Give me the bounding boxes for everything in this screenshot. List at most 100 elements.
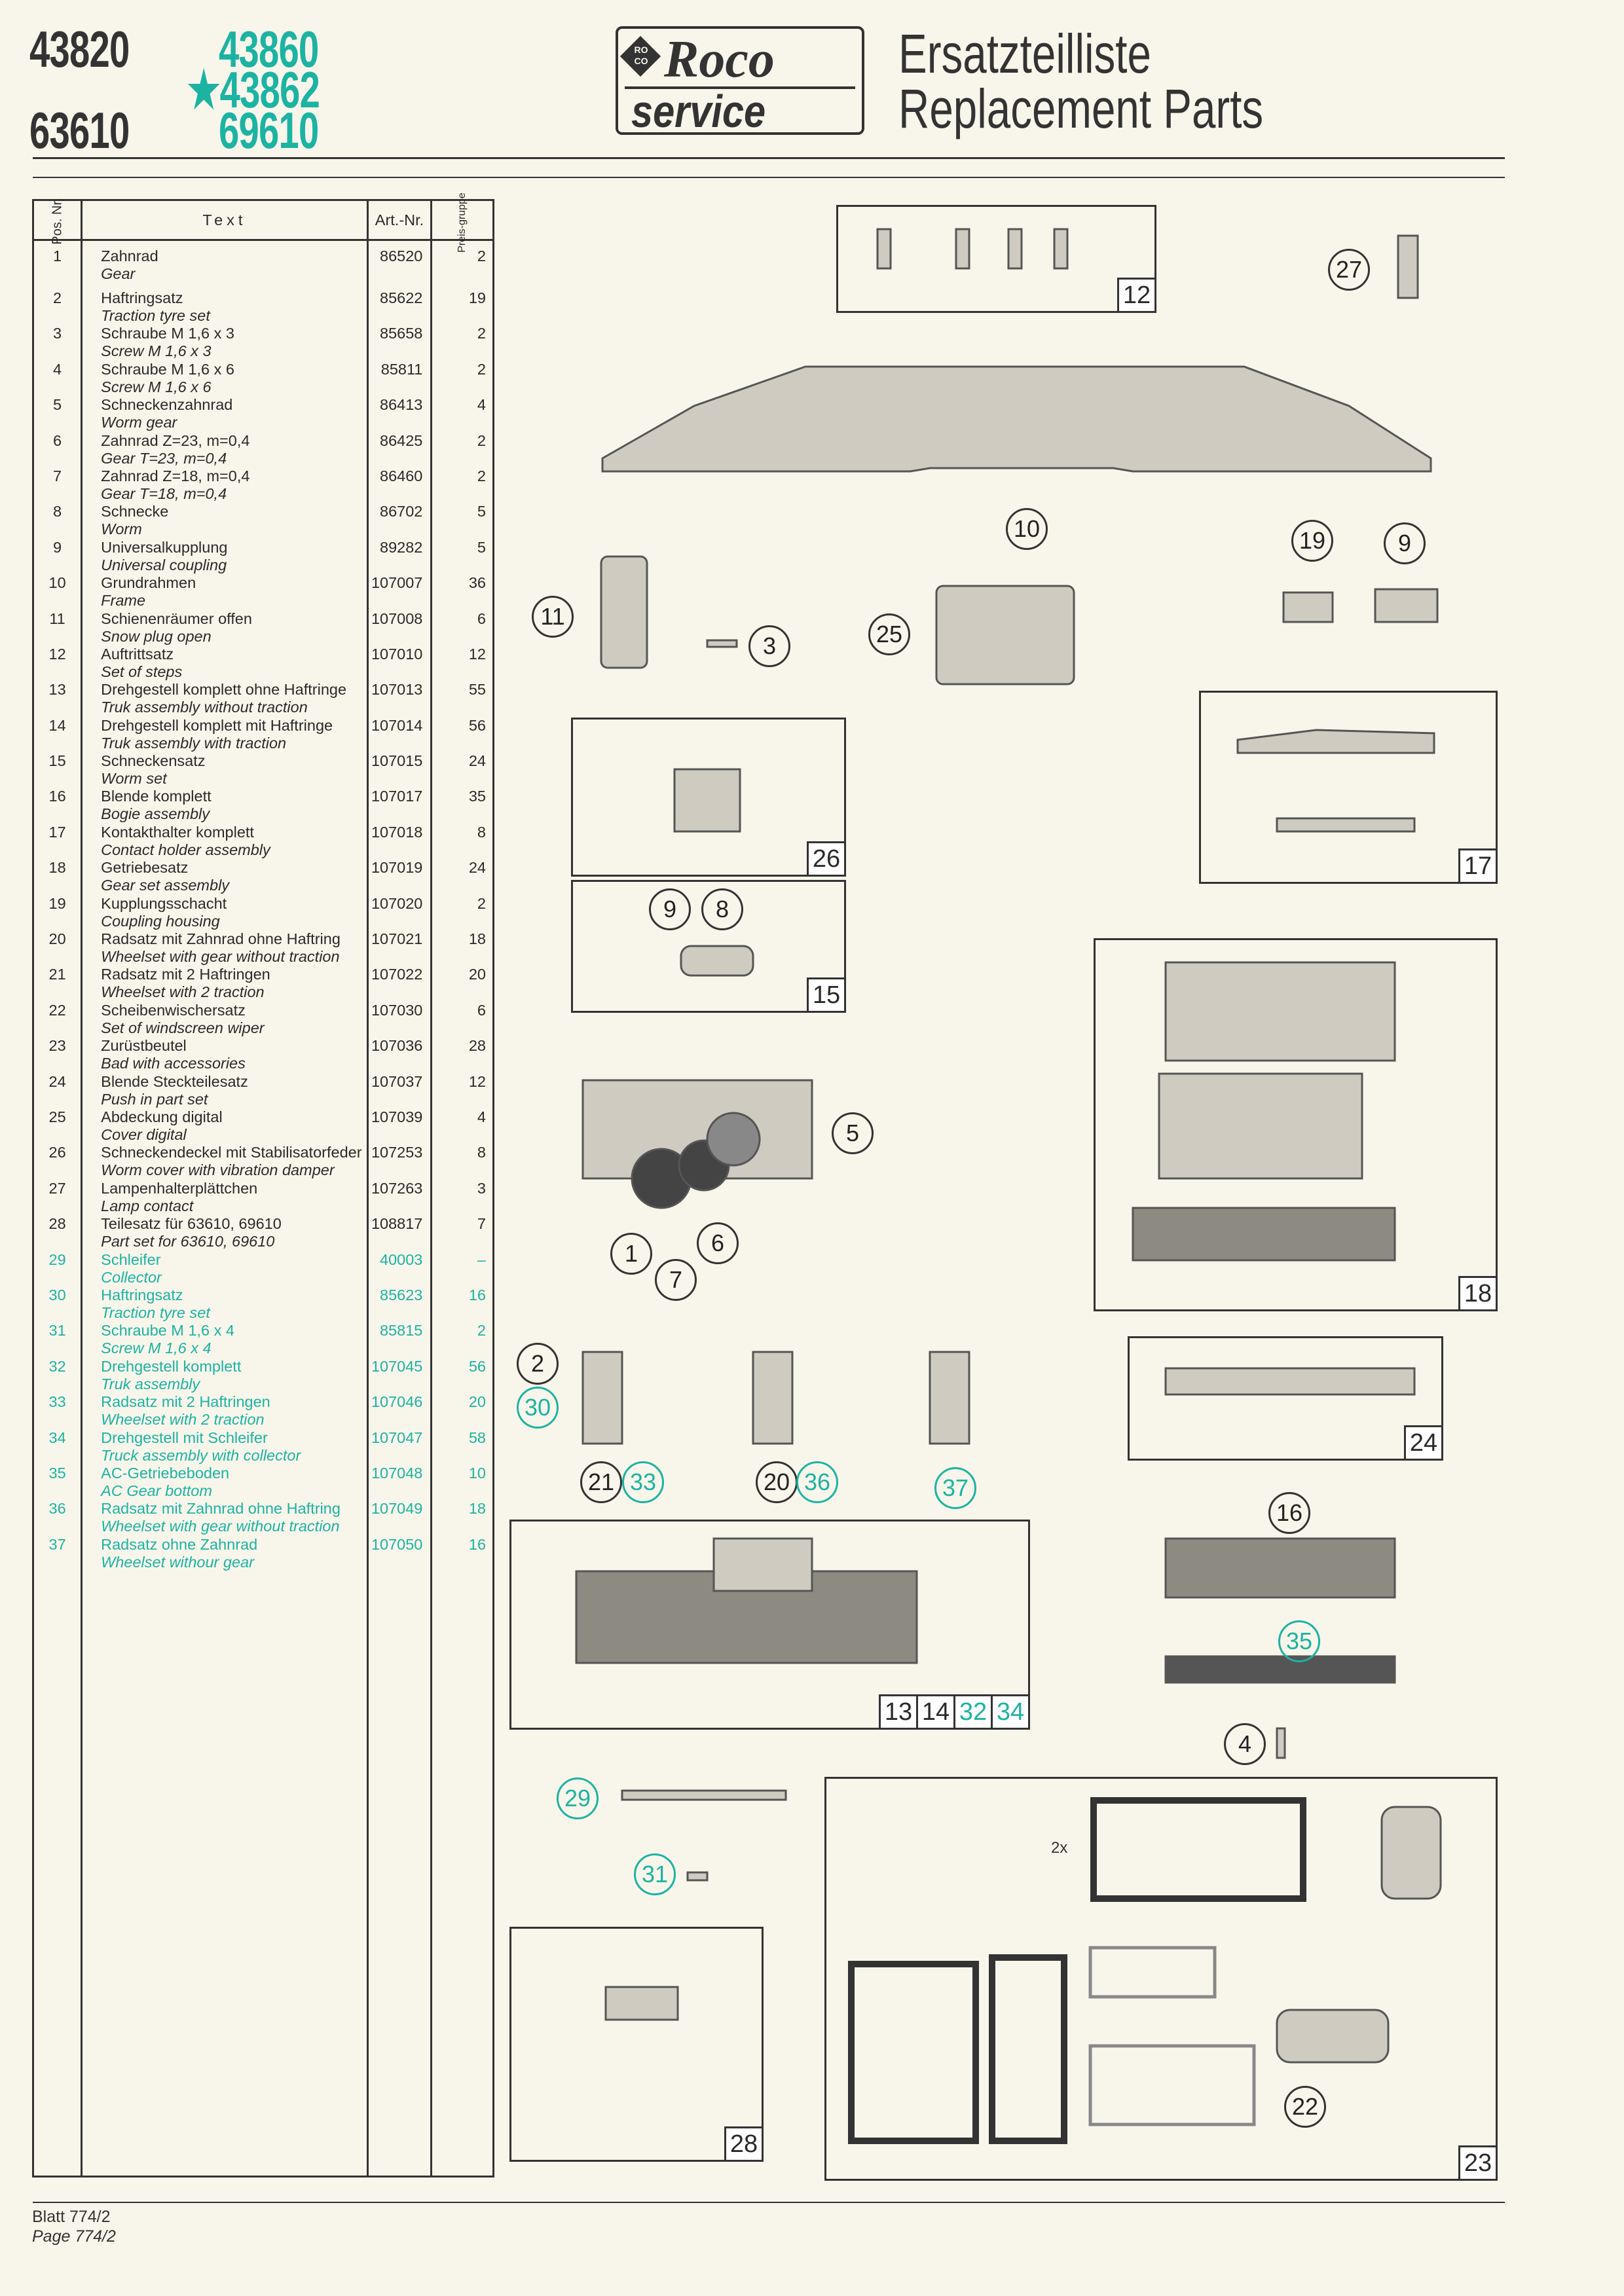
cell-pos: 18: [31, 859, 83, 895]
cell-pg: 28: [468, 1037, 486, 1055]
cell-en: Wheelset with 2 traction: [101, 1411, 265, 1429]
cell-pos: 18: [48, 859, 66, 877]
cell-art: 107039: [366, 1108, 433, 1144]
cell-pos: 20: [31, 930, 83, 966]
empty-cell: [81, 1571, 369, 2177]
cell-pos: 16: [31, 788, 83, 824]
steps-drawing: [876, 228, 892, 270]
cell-pg: 12: [430, 645, 494, 682]
steps-drawing: [1007, 228, 1023, 270]
cell-de: Blende komplett: [101, 788, 212, 805]
wheelset-drawing: [581, 1351, 623, 1445]
cell-pos: 36: [31, 1500, 83, 1536]
cell-pos: 5: [53, 396, 62, 414]
cell-art: 107048: [371, 1464, 423, 1482]
callout-30: 30: [517, 1387, 559, 1429]
cell-pos: 21: [48, 966, 66, 983]
cell-art: 86425: [366, 431, 433, 467]
cell-pos: 6: [53, 431, 62, 449]
cell-de: Schraube M 1,6 x 4: [101, 1322, 234, 1339]
cell-pg: 20: [468, 966, 486, 983]
cell-pg: 8: [430, 1144, 494, 1180]
truck-drawing: [712, 1537, 813, 1592]
cell-art: 107030: [366, 1001, 433, 1038]
cell-de: Radsatz mit 2 Haftringen: [101, 1393, 270, 1411]
callout-3: 3: [748, 625, 790, 667]
cell-pos: 3: [31, 325, 83, 361]
diagram-box-17: 17: [1199, 691, 1498, 884]
cell-pg: 24: [468, 859, 486, 877]
quantity-note: 2x: [1051, 1839, 1067, 1857]
cell-art: 107007: [366, 574, 433, 610]
cell-pg: 35: [468, 788, 486, 805]
cell-en: Push in part set: [101, 1090, 208, 1108]
cell-art: 107253: [371, 1144, 423, 1161]
model-number: 43820: [29, 20, 130, 78]
cell-pos: 6: [31, 431, 83, 467]
cell-pg: 2: [430, 360, 494, 397]
empty-cell: [430, 1571, 494, 2177]
cell-art: 40003: [380, 1250, 423, 1268]
cell-pg: 2: [430, 240, 494, 289]
callout-22: 22: [1284, 2086, 1326, 2128]
callout-20: 20: [756, 1461, 798, 1503]
cell-pg: 12: [468, 645, 486, 663]
cell-art: 107007: [371, 574, 423, 592]
cell-pos: 24: [48, 1072, 66, 1090]
cell-art: 107050: [371, 1535, 423, 1553]
accessory-sprue-drawing: [848, 1961, 979, 2144]
push-in-parts-drawing: [1164, 1367, 1416, 1396]
cell-art: 107253: [366, 1144, 433, 1180]
cell-pg: –: [477, 1250, 486, 1268]
cell-art: 85623: [380, 1286, 423, 1303]
callout-11: 11: [532, 596, 574, 638]
cell-art: 85815: [366, 1322, 433, 1358]
callout-4: 4: [1224, 1723, 1266, 1765]
cell-pg: 8: [477, 823, 486, 841]
cell-art: 89282: [380, 538, 423, 556]
cell-pg: 3: [477, 1179, 486, 1197]
cell-art: 107048: [366, 1464, 433, 1501]
cell-art: 107047: [366, 1429, 433, 1465]
cell-de: Radsatz mit Zahnrad ohne Haftring: [101, 1500, 341, 1518]
box-label: 15: [807, 977, 846, 1013]
cell-en: Traction tyre set: [101, 1303, 210, 1321]
box-label: 34: [991, 1694, 1030, 1730]
cell-art: 107050: [366, 1535, 433, 1572]
cell-pg: –: [430, 1250, 494, 1286]
diagram-box-23: 23: [824, 1777, 1498, 2181]
cell-pg: 56: [430, 1357, 494, 1394]
logo-brand: Roco: [664, 31, 775, 88]
diagram-box-12: 12: [836, 205, 1156, 313]
cell-art: 86520: [380, 247, 423, 264]
cell-art: 85623: [366, 1286, 433, 1322]
cell-de: Schraube M 1,6 x 6: [101, 360, 234, 378]
cell-de: Schleifer: [101, 1250, 161, 1268]
cell-art: 86702: [380, 503, 423, 520]
cell-en: Worm gear: [101, 414, 177, 431]
gear-set-drawing: [1132, 1207, 1396, 1262]
cell-pg: 6: [477, 610, 486, 627]
cell-pg: 35: [430, 788, 494, 824]
cell-pg: 2: [477, 894, 486, 912]
callout-33: 33: [622, 1461, 664, 1503]
cell-en: Gear: [101, 265, 136, 282]
cell-pg: 20: [468, 1393, 486, 1411]
cell-pos: 37: [31, 1535, 83, 1572]
cell-art: 107008: [366, 610, 433, 646]
callout-9: 9: [649, 888, 691, 930]
